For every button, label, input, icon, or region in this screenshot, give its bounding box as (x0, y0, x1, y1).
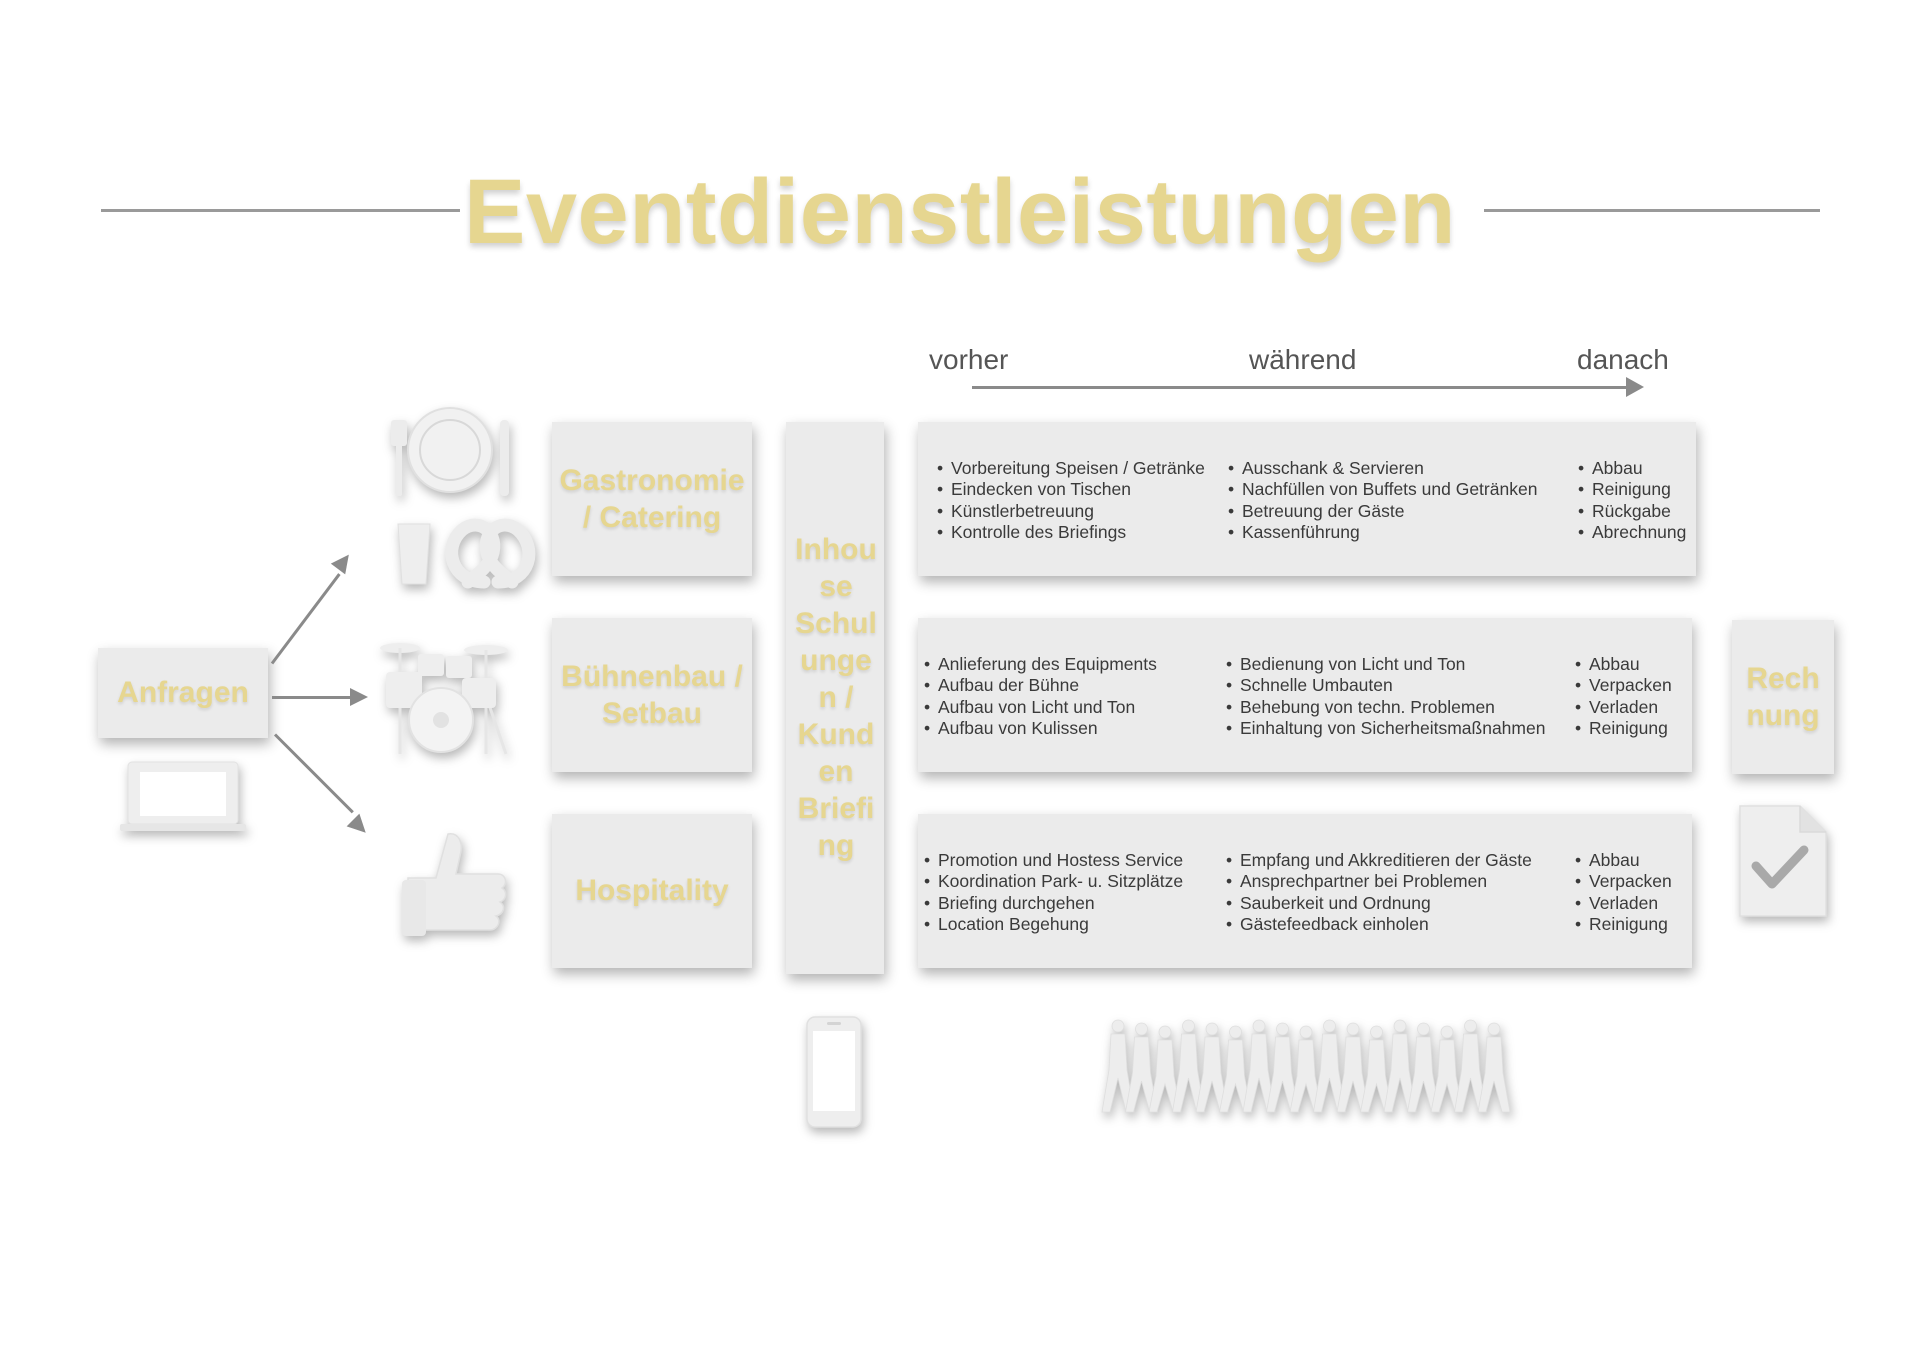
list-item: Sauberkeit und Ordnung (1226, 893, 1532, 915)
hospitality-before-list: Promotion und Hostess Service Koordinati… (924, 850, 1183, 935)
list-item: Rückgabe (1578, 501, 1686, 523)
list-item: Vorbereitung Speisen / Getränke (937, 458, 1205, 480)
list-item: Schnelle Umbauten (1226, 675, 1545, 697)
training-briefing-box (786, 422, 884, 974)
stagebuilding-after-list: Abbau Verpacken Verladen Reinigung (1575, 654, 1672, 739)
list-item: Abrechnung (1578, 522, 1686, 544)
list-item: Betreuung der Gäste (1228, 501, 1537, 523)
list-item: Verpacken (1575, 675, 1672, 697)
list-item: Anlieferung des Equipments (924, 654, 1157, 676)
phase-after-label: danach (1577, 344, 1669, 375)
phase-during-label: während (1249, 344, 1357, 375)
list-item: Verladen (1575, 697, 1672, 719)
list-item: Aufbau von Kulissen (924, 718, 1157, 740)
person-figure (1313, 1019, 1346, 1113)
person-figure (1383, 1019, 1417, 1113)
person-figure (1242, 1019, 1276, 1113)
hospitality-during-list: Empfang und Akkreditieren der Gäste Ansp… (1226, 850, 1532, 935)
list-item: Einhaltung von Sicherheitsmaßnahmen (1226, 718, 1545, 740)
list-item: Abbau (1575, 654, 1672, 676)
list-item: Behebung von techn. Problemen (1226, 697, 1545, 719)
person-figure (1454, 1019, 1487, 1113)
person-figure (1101, 1019, 1135, 1113)
person-figure (1430, 1025, 1464, 1113)
person-figure (1477, 1022, 1511, 1113)
arrow-to-hospitality (273, 733, 354, 814)
list-item: Reinigung (1575, 718, 1672, 740)
service-box-hospitality (552, 814, 752, 968)
list-item: Promotion und Hostess Service (924, 850, 1183, 872)
list-item: Aufbau der Bühne (924, 675, 1157, 697)
page-title: Eventdienstleistungen (464, 161, 1456, 263)
list-item: Künstlerbetreuung (937, 501, 1205, 523)
arrow-tip-stagebuilding (350, 688, 368, 706)
catering-after-list: Abbau Reinigung Rückgabe Abrechnung (1578, 458, 1686, 543)
person-figure (1125, 1022, 1158, 1113)
list-item: Nachfüllen von Buffets und Getränken (1228, 479, 1537, 501)
list-item: Reinigung (1578, 479, 1686, 501)
stagebuilding-before-list: Anlieferung des Equipments Aufbau der Bü… (924, 654, 1157, 739)
list-item: Gästefeedback einholen (1226, 914, 1532, 936)
person-figure (1360, 1025, 1393, 1113)
training-briefing-label: Inhou se Schul unge n / Kund en Briefi n… (795, 533, 877, 862)
person-figure (1266, 1022, 1299, 1113)
list-item: Eindecken von Tischen (937, 479, 1205, 501)
person-figure (1195, 1022, 1229, 1113)
list-item: Bedienung von Licht und Ton (1226, 654, 1545, 676)
person-figure (1172, 1019, 1205, 1113)
list-item: Koordination Park- u. Sitzplätze (924, 871, 1183, 893)
service-label-hospitality: Hospitality (575, 874, 729, 908)
stagebuilding-during-list: Bedienung von Licht und Ton Schnelle Umb… (1226, 654, 1545, 739)
list-item: Ansprechpartner bei Problemen (1226, 871, 1532, 893)
drum-kit-icon (380, 643, 508, 755)
list-item: Abbau (1575, 850, 1672, 872)
inquiry-box (98, 648, 268, 738)
title-rule-left (101, 209, 460, 212)
document-check-icon (1739, 805, 1827, 917)
title-rule-right (1484, 209, 1820, 212)
list-item: Kontrolle des Briefings (937, 522, 1205, 544)
invoice-box (1732, 620, 1834, 774)
service-label-stagebuilding: Bühnenbau / Setbau (561, 659, 743, 731)
list-item: Verladen (1575, 893, 1672, 915)
timeline-arrow-line (972, 386, 1630, 389)
tableware-and-pretzel-icon (391, 407, 536, 589)
catering-before-list: Vorbereitung Speisen / Getränke Eindecke… (937, 458, 1205, 543)
catering-during-list: Ausschank & Servieren Nachfüllen von Buf… (1228, 458, 1537, 543)
thumbs-up-icon (402, 833, 507, 936)
crowd-icon (1101, 1019, 1511, 1113)
list-item: Kassenführung (1228, 522, 1537, 544)
list-item: Empfang und Akkreditieren der Gäste (1226, 850, 1532, 872)
invoice-label: Rech nung (1746, 661, 1820, 733)
list-item: Briefing durchgehen (924, 893, 1183, 915)
person-figure (1289, 1025, 1323, 1113)
person-figure (1407, 1022, 1440, 1113)
hospitality-after-list: Abbau Verpacken Verladen Reinigung (1575, 850, 1672, 935)
inquiry-label: Anfragen (117, 676, 249, 710)
arrow-to-stagebuilding (272, 696, 352, 699)
person-figure (1336, 1022, 1370, 1113)
list-item: Location Begehung (924, 914, 1183, 936)
person-figure (1148, 1025, 1182, 1113)
timeline-arrow-head (1626, 377, 1644, 397)
service-box-catering (552, 422, 752, 576)
phase-before-label: vorher (929, 344, 1009, 375)
list-item: Abbau (1578, 458, 1686, 480)
list-item: Reinigung (1575, 914, 1672, 936)
list-item: Ausschank & Servieren (1228, 458, 1537, 480)
arrow-to-catering (270, 573, 341, 665)
smartphone-icon (806, 1016, 862, 1128)
arrow-tip-hospitality (346, 813, 373, 840)
list-item: Verpacken (1575, 871, 1672, 893)
list-item: Aufbau von Licht und Ton (924, 697, 1157, 719)
arrow-tip-catering (330, 549, 357, 575)
person-figure (1219, 1025, 1252, 1113)
laptop-icon (120, 761, 246, 831)
service-box-stagebuilding (552, 618, 752, 772)
service-label-catering: Gastronomie / Catering (559, 463, 745, 535)
